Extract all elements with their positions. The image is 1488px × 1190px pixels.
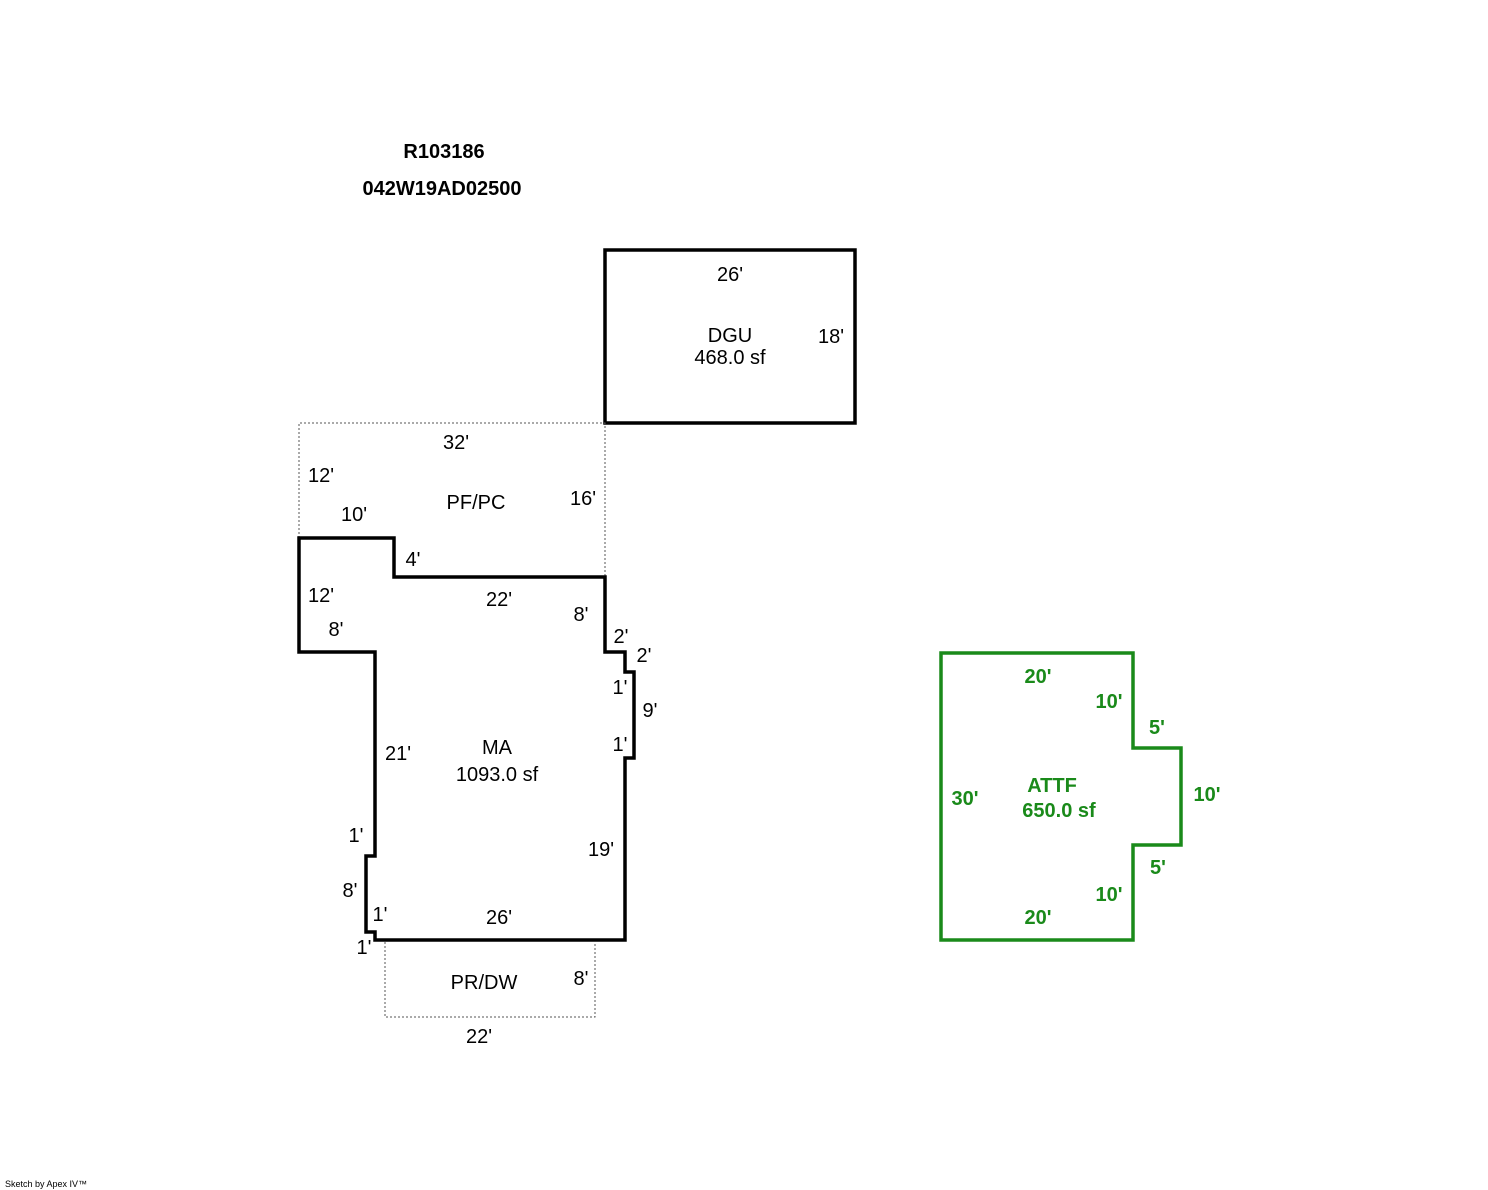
- prdw-dim-bottom: 22': [466, 1026, 492, 1048]
- dgu-code: DGU: [708, 325, 752, 347]
- attf-dim-jog-top: 5': [1149, 717, 1165, 739]
- pfpc-code: PF/PC: [447, 492, 506, 514]
- attf-dim-bump: 10': [1193, 784, 1220, 806]
- prdw-dim-right: 8': [574, 968, 589, 990]
- ma-area: 1093.0 sf: [456, 764, 539, 786]
- ma-dim-left-step: 8': [329, 619, 344, 641]
- pfpc-outline: [298, 422, 606, 577]
- ma-dim-jog-7: 1': [357, 937, 372, 959]
- ma-dim-right: 19': [588, 839, 614, 861]
- prdw-section: 8' 22' PR/DW: [384, 942, 596, 1048]
- footer-credit: Sketch by Apex IV™: [5, 1179, 87, 1189]
- attf-dim-top: 20': [1024, 666, 1051, 688]
- ma-dim-jog-3: 1': [613, 677, 628, 699]
- ma-dim-bump: 9': [643, 700, 658, 722]
- attf-area: 650.0 sf: [1022, 800, 1096, 822]
- ma-dim-top: 22': [486, 589, 512, 611]
- dgu-outline: [603, 248, 857, 425]
- ma-section: 12' 8' 22' 8' 2' 2' 1' 9' 1' 21' 19' 1' …: [297, 536, 658, 959]
- attf-outline: [939, 651, 1183, 942]
- pfpc-dim-step: 10': [341, 504, 367, 526]
- ma-dim-left-top: 12': [308, 585, 334, 607]
- ma-dim-jog-2: 2': [637, 645, 652, 667]
- ma-dim-left: 21': [385, 743, 411, 765]
- dgu-dim-top: 26': [717, 264, 743, 286]
- ma-outline: [297, 536, 636, 942]
- attf-code: ATTF: [1027, 775, 1077, 797]
- pfpc-dim-top: 32': [443, 432, 469, 454]
- ma-dim-jog-6: 1': [373, 904, 388, 926]
- pfpc-section: 32' 12' 16' 10' 4' PF/PC: [298, 422, 606, 577]
- ma-dim-bottom: 26': [486, 907, 512, 929]
- attf-dim-left: 30': [951, 788, 978, 810]
- attf-dim-bottom: 20': [1024, 907, 1051, 929]
- ma-dim-jog-4: 1': [613, 734, 628, 756]
- attf-dim-right-top: 10': [1095, 691, 1122, 713]
- pfpc-dim-notch: 4': [406, 549, 421, 571]
- attf-dim-right-bottom: 10': [1095, 884, 1122, 906]
- ma-code: MA: [482, 737, 513, 759]
- prdw-outline: [384, 942, 596, 1018]
- ma-dim-right-top: 8': [574, 604, 589, 626]
- pfpc-dim-left: 12': [308, 465, 334, 487]
- attf-dim-jog-bottom: 5': [1150, 857, 1166, 879]
- dgu-area: 468.0 sf: [694, 347, 766, 369]
- dgu-section: 26' 18' DGU 468.0 sf: [603, 248, 857, 425]
- ma-dim-jog-1: 2': [614, 626, 629, 648]
- parcel-number: 042W19AD02500: [363, 178, 522, 200]
- ma-dim-left-bottom: 8': [343, 880, 358, 902]
- prdw-code: PR/DW: [451, 972, 518, 994]
- attf-section: 20' 10' 5' 30' 10' 5' 10' 20' ATTF 650.0…: [939, 651, 1221, 942]
- account-number: R103186: [403, 141, 484, 163]
- ma-dim-jog-5: 1': [349, 825, 364, 847]
- pfpc-dim-right: 16': [570, 488, 596, 510]
- dgu-dim-right: 18': [818, 326, 844, 348]
